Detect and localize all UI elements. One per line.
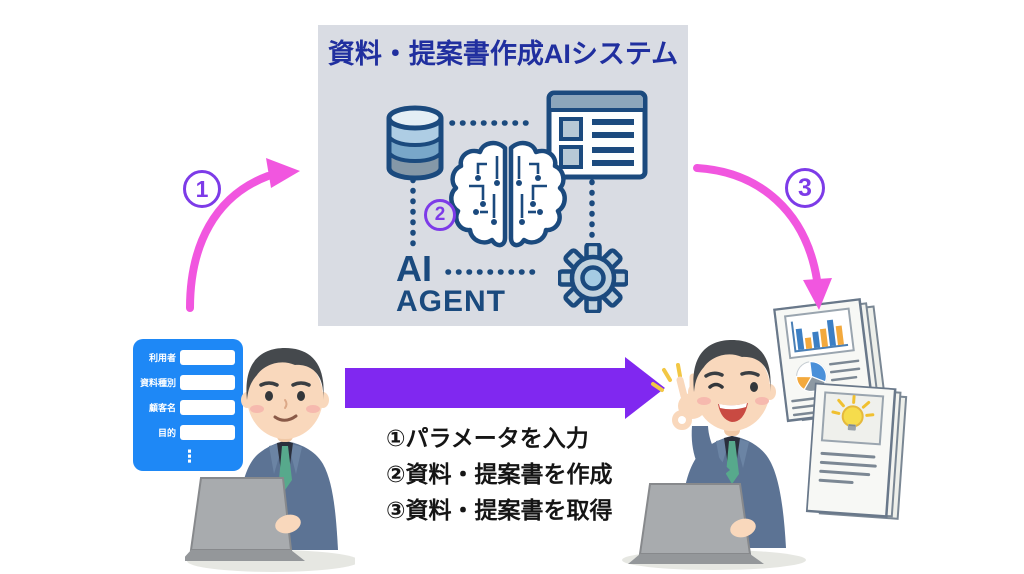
ai-system-panel: 資料・提案書作成AIシステム xyxy=(318,25,688,326)
hair-right xyxy=(693,340,771,392)
field-label-user: 利用者 xyxy=(148,353,176,363)
form-row: 目的 xyxy=(139,425,235,440)
sparkle-lines xyxy=(651,363,682,392)
lightbulb-icon xyxy=(831,394,875,431)
form-row: 利用者 xyxy=(139,350,235,365)
parameter-form: 利用者 資料種別 顧客名 目的 ⋮ xyxy=(133,339,243,471)
agent-label-line1: AI xyxy=(396,248,432,289)
legend-step2: ②資料・提案書を作成 xyxy=(386,461,613,487)
wink-eye xyxy=(708,382,724,389)
gear-icon xyxy=(558,243,628,313)
step1-arrow xyxy=(186,158,300,312)
laptop-left xyxy=(185,477,305,561)
step3-arrow xyxy=(693,164,832,310)
document-text-lines xyxy=(818,451,877,485)
field-label-purpose: 目的 xyxy=(157,428,176,438)
raised-arm xyxy=(691,426,730,484)
dashed-connectors xyxy=(410,120,595,275)
input-flow-arrow xyxy=(345,357,665,419)
form-row: 顧客名 xyxy=(139,400,235,415)
legend-step1: ①パラメータを入力 xyxy=(386,425,589,451)
legend-step3: ③資料・提案書を取得 xyxy=(386,497,613,523)
ellipsis-dots: ⋮ xyxy=(181,447,198,466)
person-right-illustration xyxy=(622,340,806,570)
step2-badge: 2 xyxy=(424,199,456,231)
agent-label-line2: AGENT xyxy=(396,285,506,318)
field-label-customer: 顧客名 xyxy=(148,403,176,413)
database-icon xyxy=(386,105,444,181)
person-left-illustration xyxy=(185,348,355,572)
field-input-user[interactable] xyxy=(180,350,235,365)
document-idea xyxy=(805,382,908,520)
panel-title: 資料・提案書作成AIシステム xyxy=(327,39,679,69)
field-input-doc-type[interactable] xyxy=(180,375,235,390)
field-input-customer[interactable] xyxy=(180,400,235,415)
browser-window-icon xyxy=(546,90,648,180)
tie-right xyxy=(726,441,739,484)
hair-left xyxy=(246,348,324,400)
bar-chart-icon xyxy=(783,307,855,360)
step3-badge: 3 xyxy=(785,168,825,208)
form-row: 資料種別 xyxy=(139,375,235,390)
laptop-right xyxy=(628,483,764,564)
step1-badge: 1 xyxy=(183,170,221,208)
brain-circuit-icon xyxy=(449,140,567,248)
legend: ①パラメータを入力 ②資料・提案書を作成 ③資料・提案書を取得 xyxy=(386,420,612,528)
field-input-purpose[interactable] xyxy=(180,425,235,440)
field-label-doc-type: 資料種別 xyxy=(139,378,176,388)
